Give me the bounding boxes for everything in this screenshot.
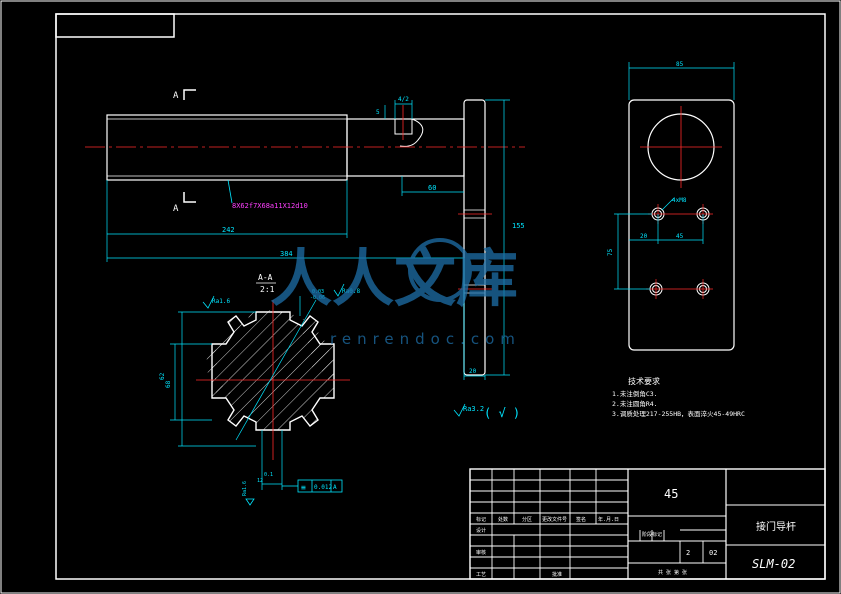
dim-a: 20 (640, 233, 648, 240)
tolerance-datum: A (333, 484, 337, 491)
rough-left: Ra1.6 (212, 298, 230, 305)
part-name: 接门导杆 (756, 520, 796, 533)
side-plate (628, 99, 735, 351)
corner-box (55, 13, 175, 38)
dim-step: 60 (428, 184, 436, 192)
break-line (399, 118, 424, 147)
watermark-text: 人人文库 (270, 242, 518, 315)
roughness-value: Ra3.2 (463, 405, 484, 413)
section-mark-top: A (173, 91, 179, 101)
spline-callout: 8X62f7X68a11X12d10 (232, 202, 308, 210)
check-label: 审核 (476, 549, 486, 556)
row-label-2: 处数 (498, 516, 508, 523)
title-block (469, 468, 826, 580)
side-holes (649, 207, 710, 296)
sheet-count: 2 (686, 549, 690, 557)
drawing-no: SLM-02 (752, 557, 795, 571)
dim-small: 5 (376, 109, 380, 116)
shaft-body (106, 114, 348, 181)
tech-title: 技术要求 (628, 376, 660, 386)
dim-width: 85 (676, 61, 684, 68)
watermark: 人人文库 renrendoc.com (270, 238, 521, 348)
tolerance-symbol: ≡ (301, 483, 306, 492)
shaft-step (346, 118, 465, 177)
material: 45 (664, 487, 678, 501)
sheet-text: 共 张 第 张 (658, 569, 687, 576)
section-label: A-A (258, 273, 273, 282)
groove-detail (394, 118, 413, 135)
dim-small-right: 12 (257, 478, 263, 484)
sheet-index: 02 (709, 549, 717, 557)
section-mark-bottom: A (173, 204, 179, 214)
process-label: 工艺 (476, 572, 486, 578)
section-arrow-bottom (183, 192, 196, 203)
dim-flange: 20 (469, 368, 477, 375)
dim-b: 45 (676, 233, 684, 240)
front-view: A A 8X62f7X68a11X12d10 4/2 5 (85, 89, 525, 380)
rough-bottom: Ra1.6 (242, 481, 248, 496)
roughness-other: ( √ ) (484, 406, 520, 420)
row-label-5: 签名 (576, 516, 586, 523)
row-label-1: 标记 (476, 516, 486, 523)
dim-spline-len: 242 (222, 226, 235, 234)
dim-c: 75 (607, 248, 614, 256)
dim-od: 68 (165, 380, 172, 388)
dim-total: 384 (280, 250, 293, 258)
row-label-4: 更改文件号 (542, 516, 567, 523)
callout-leader (227, 179, 233, 204)
section-arrow-top (183, 89, 196, 100)
watermark-url: renrendoc.com (330, 330, 521, 348)
section-diag (235, 299, 317, 441)
tolerance-value: 0.012 (314, 484, 332, 491)
tech-item-3: 3.调质处理217-255HB，表面淬火45-49HRC (612, 409, 745, 418)
tech-item-2: 2.未注圆角R4. (612, 399, 658, 408)
tol-lower: -0.06 (310, 295, 325, 301)
rough-right: Ra0.8 (342, 288, 360, 295)
dim-od2: 62 (159, 372, 166, 380)
dim-small-left: 0.1 (264, 472, 273, 478)
section-scale: 2:1 (260, 285, 275, 294)
section-view: A-A 2:1 0.03 -0.06 Ra1.6 Ra0.8 68 62 0.1… (159, 273, 360, 506)
row-label-3: 分区 (522, 516, 532, 523)
flange (463, 99, 486, 376)
inner-frame (55, 13, 826, 580)
tol-upper: 0.03 (312, 289, 324, 295)
design-label: 设计 (476, 527, 486, 534)
row-label-6: 年.月.日 (598, 516, 619, 523)
stage-label: 阶段标记 (642, 531, 662, 538)
dim-holes: 4xM8 (672, 197, 687, 204)
dim-height: 155 (512, 222, 525, 230)
approve-label: 批准 (552, 571, 562, 578)
dim-groove: 4/2 (398, 96, 409, 103)
side-view: 85 4xM8 20 45 75 (607, 61, 735, 351)
tech-item-1: 1.未注倒角C3. (612, 389, 658, 398)
